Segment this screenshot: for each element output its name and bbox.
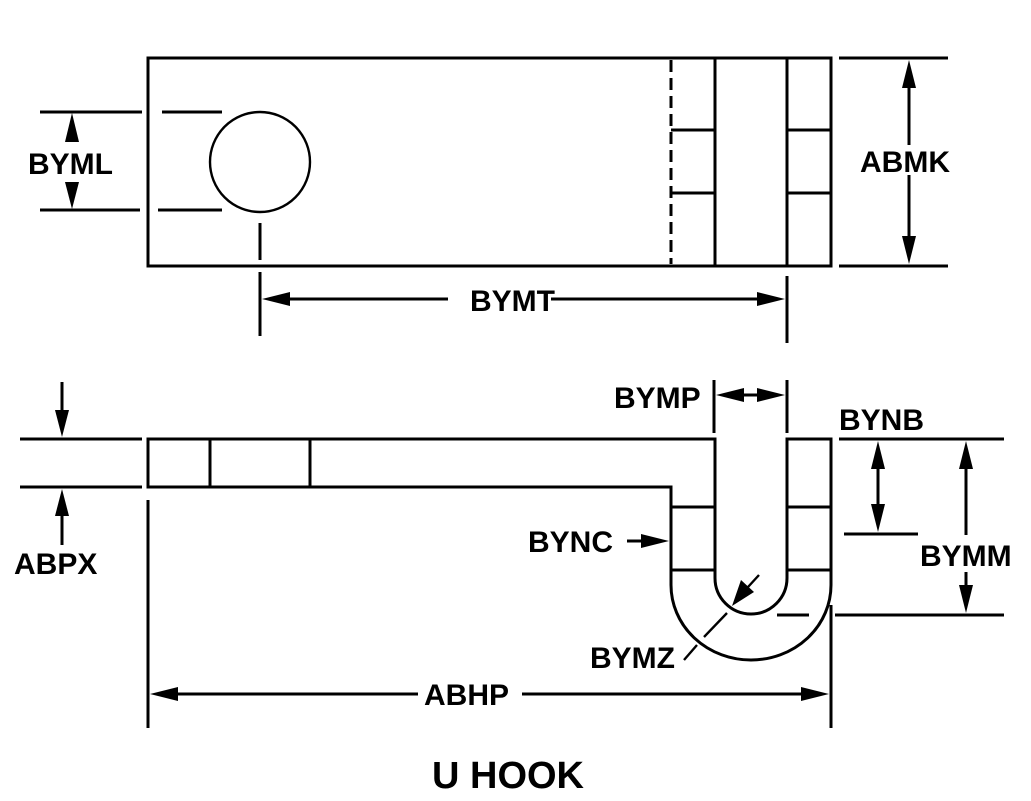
dimension-abhp: ABHP — [146, 500, 829, 728]
arrow-left-icon — [716, 388, 744, 402]
label-bymz: BYMZ — [590, 642, 675, 675]
label-abpx: ABPX — [14, 548, 97, 581]
top-view-outline — [146, 56, 833, 268]
dimension-byml: BYML — [28, 110, 222, 212]
side-view-outline — [146, 437, 833, 662]
dimension-bymp: BYMP — [614, 380, 789, 433]
drawing-title: U HOOK — [432, 755, 585, 797]
arrow-up-icon — [871, 441, 885, 469]
arrow-left-icon — [150, 687, 178, 701]
arrow-right-icon — [757, 292, 785, 306]
arrow-down-icon — [65, 182, 79, 209]
label-bymt: BYMT — [470, 285, 555, 318]
side-view: ABPX BYMP BYNB BYMM — [14, 380, 1012, 728]
label-bync: BYNC — [528, 526, 613, 559]
arrow-right-icon — [757, 388, 785, 402]
dimension-bymt: BYMT — [258, 272, 789, 343]
arrow-down-icon — [55, 410, 69, 437]
dimension-abpx: ABPX — [14, 382, 142, 581]
arrow-up-icon — [959, 441, 973, 469]
label-bynb: BYNB — [839, 404, 924, 437]
arrow-left-icon — [262, 292, 290, 306]
arrow-down-icon — [959, 585, 973, 613]
label-abmk: ABMK — [860, 146, 950, 179]
arrow-down-left-icon — [732, 580, 754, 606]
arrow-right-icon — [641, 534, 669, 548]
label-bymm: BYMM — [920, 540, 1012, 573]
label-bymp: BYMP — [614, 382, 701, 415]
leader-bync: BYNC — [528, 526, 669, 559]
arrow-up-icon — [902, 60, 916, 88]
arrow-down-icon — [902, 236, 916, 264]
dimension-bymm: BYMM — [835, 441, 1012, 617]
label-abhp: ABHP — [424, 679, 509, 712]
label-byml: BYML — [28, 148, 113, 181]
arrow-up-icon — [55, 489, 69, 516]
leader-bymz: BYMZ — [590, 574, 760, 675]
dimension-abmk: ABMK — [839, 56, 950, 268]
mounting-hole — [208, 110, 312, 214]
arrow-down-icon — [871, 504, 885, 532]
arrow-right-icon — [801, 687, 829, 701]
dimension-bynb: BYNB — [839, 404, 1004, 536]
arrow-up-icon — [65, 113, 79, 142]
top-view: BYML ABMK BYMT — [28, 56, 950, 343]
